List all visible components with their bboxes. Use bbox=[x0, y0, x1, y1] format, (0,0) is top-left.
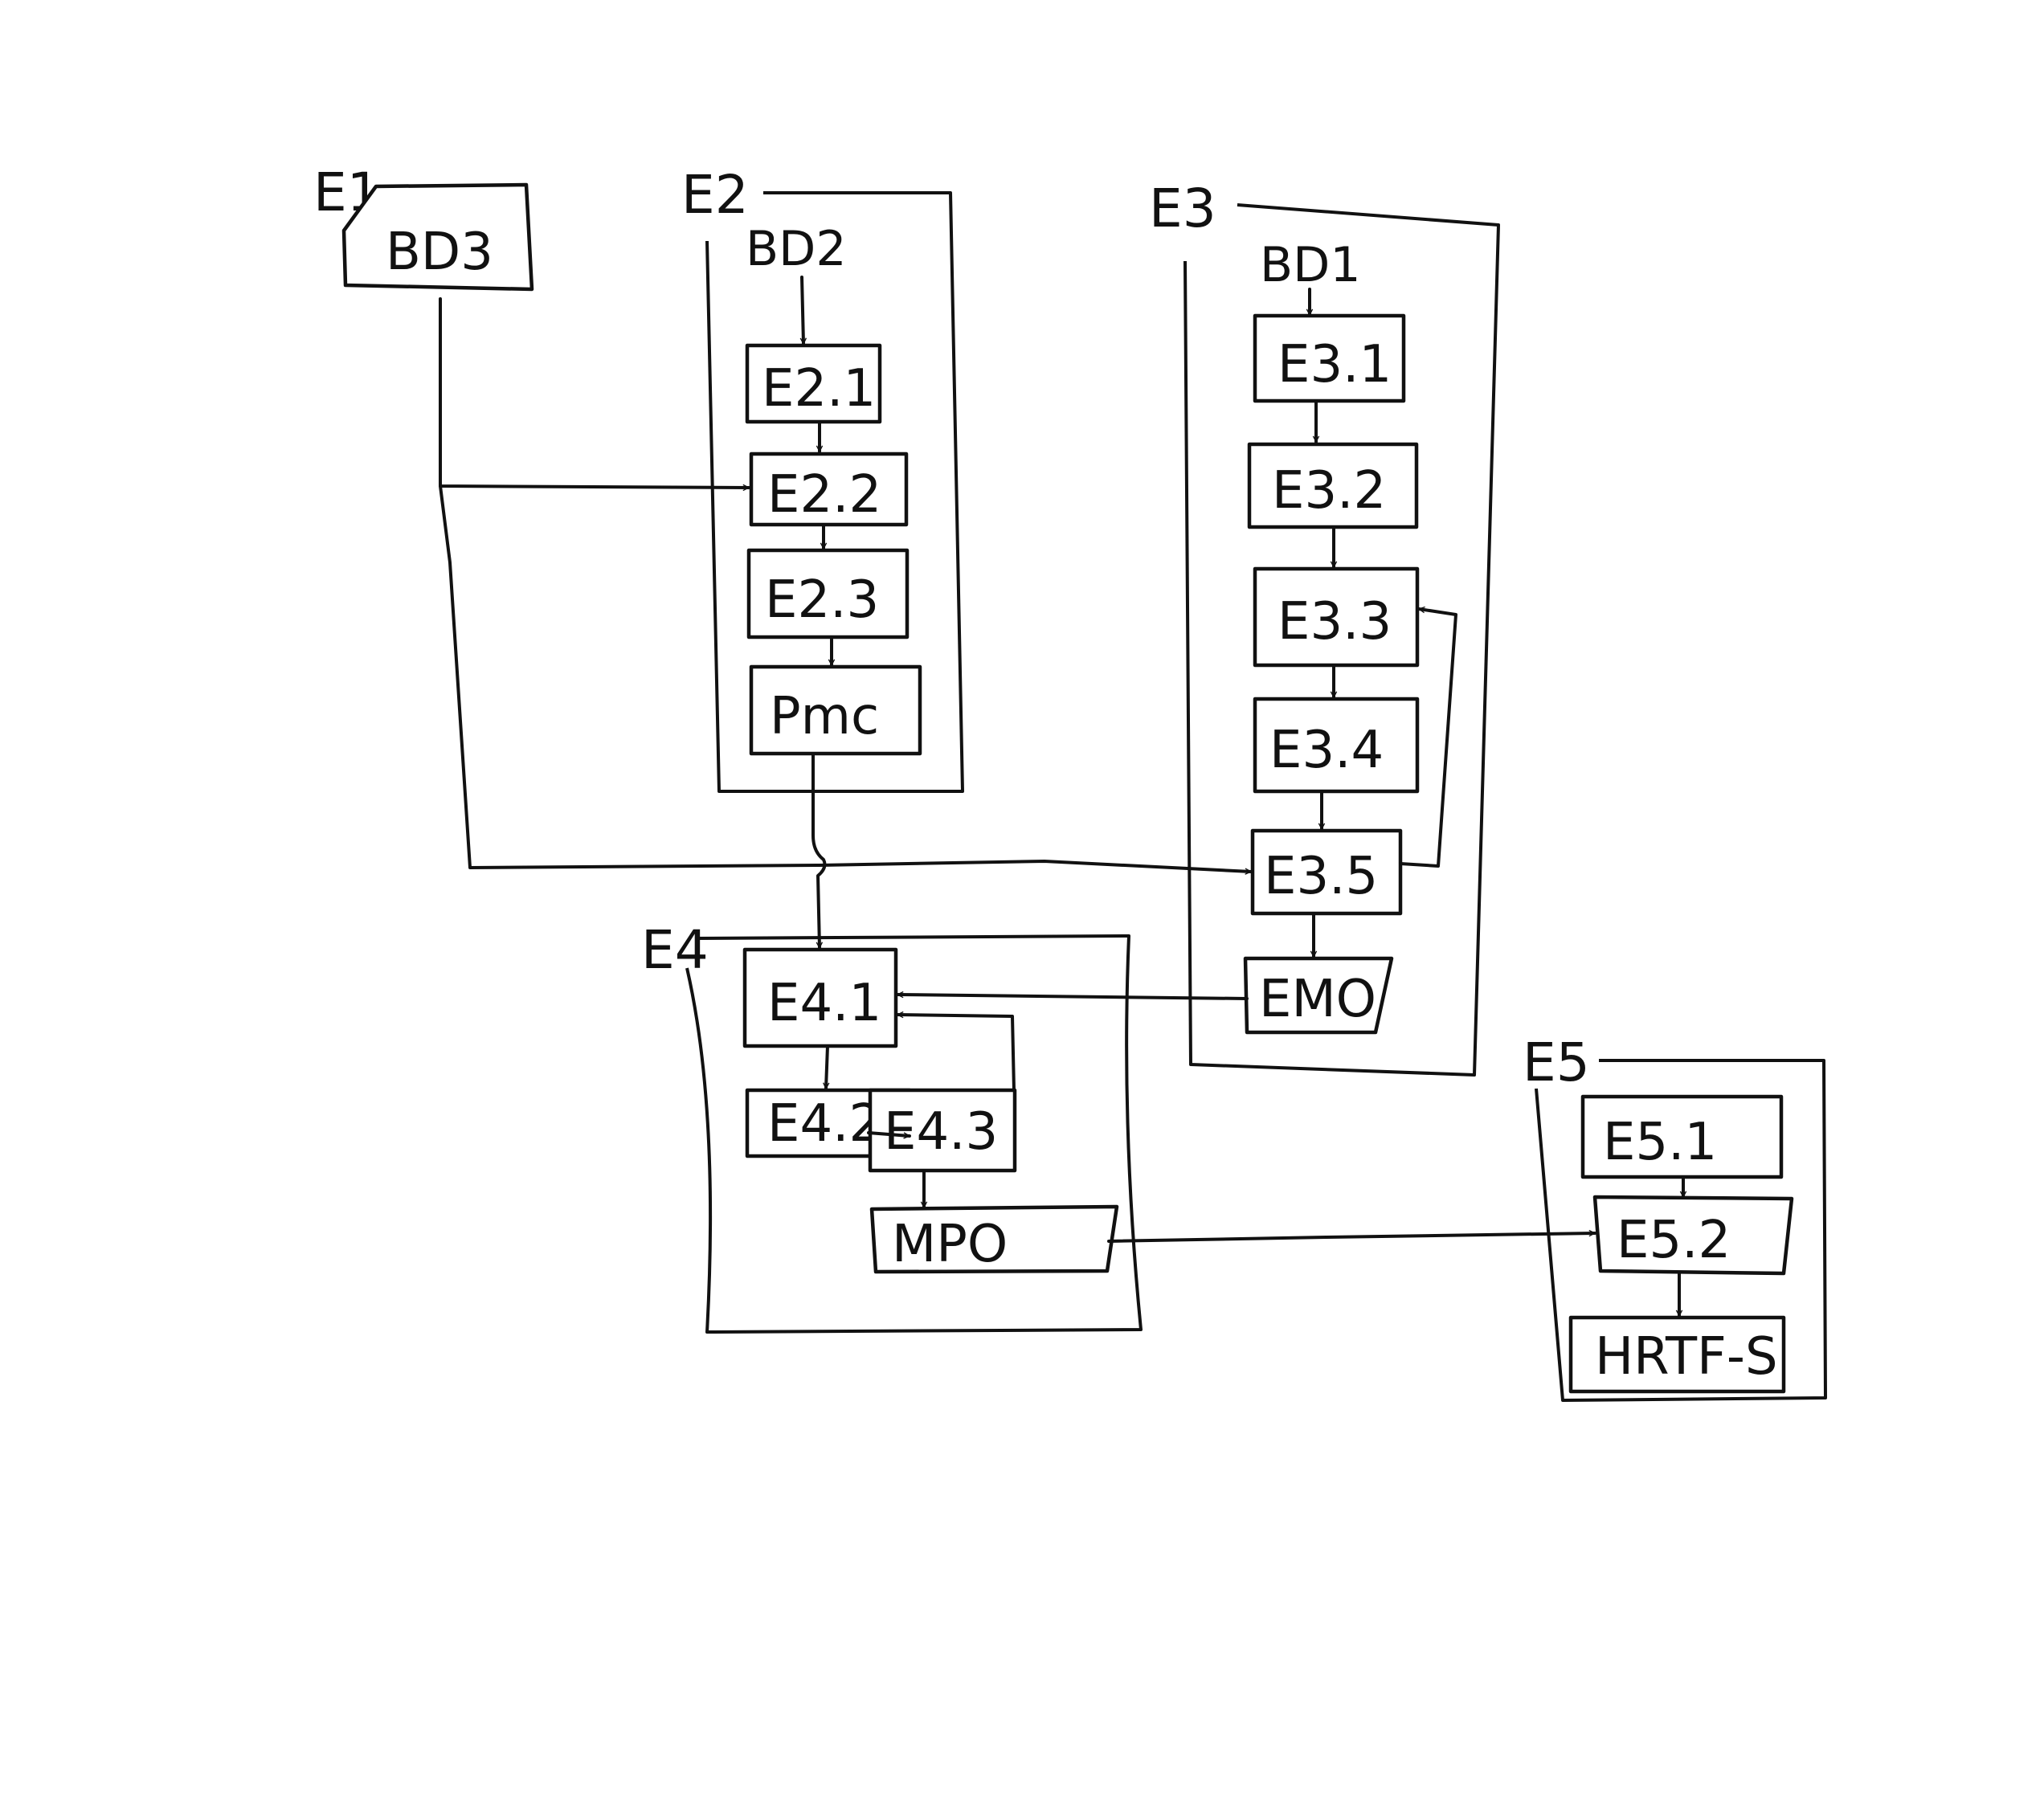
node-e2-3[interactable] bbox=[746, 548, 910, 639]
node-e4-1[interactable] bbox=[742, 947, 898, 1048]
node-e3-4[interactable] bbox=[1253, 697, 1420, 794]
node-bd3[interactable] bbox=[341, 182, 534, 292]
node-label-e4-1: E4.1 bbox=[767, 974, 881, 1033]
edge-bd2-e2-1 bbox=[802, 276, 803, 345]
node-emo[interactable] bbox=[1243, 956, 1394, 1035]
node-label-e2-3: E2.3 bbox=[765, 570, 879, 630]
node-e2-2[interactable] bbox=[749, 452, 909, 527]
node-mpo[interactable] bbox=[869, 1204, 1119, 1274]
node-label-e4-3: E4.3 bbox=[884, 1102, 998, 1162]
group-e2: E2 BD2 E2.1 E2.2 E2.3 Pmc bbox=[681, 164, 964, 793]
node-label-emo: EMO bbox=[1259, 970, 1376, 1029]
node-hrtf-s[interactable] bbox=[1568, 1315, 1786, 1394]
edge-mpo-e5-2 bbox=[1107, 1233, 1596, 1243]
edge-e4-1-e4-2 bbox=[826, 1044, 828, 1090]
node-pmc[interactable] bbox=[749, 664, 922, 756]
node-label-mpo: MPO bbox=[892, 1215, 1008, 1274]
group-label-e3: E3 bbox=[1149, 178, 1216, 239]
node-label-hrtf-s: HRTF-S bbox=[1595, 1327, 1778, 1387]
edge-e3-5-e3-3 bbox=[1399, 609, 1457, 868]
node-e3-5[interactable] bbox=[1250, 828, 1403, 916]
group-frame-e3 bbox=[1183, 203, 1500, 1077]
node-label-e3-5: E3.5 bbox=[1264, 847, 1378, 906]
group-e1: E1 BD3 bbox=[313, 161, 534, 292]
node-label-pmc: Pmc bbox=[770, 687, 879, 746]
group-frame-e5 bbox=[1535, 1059, 1827, 1402]
node-label-e2-1: E2.1 bbox=[762, 359, 876, 419]
node-label-e3-3: E3.3 bbox=[1278, 592, 1392, 652]
source-label-bd1: BD1 bbox=[1260, 237, 1361, 293]
group-e4: E4 E4.1 E4.2 E4.3 MPO bbox=[641, 919, 1143, 1334]
edge-bd3-e2-2 bbox=[439, 297, 750, 488]
edges bbox=[439, 276, 1683, 1318]
source-label-bd2: BD2 bbox=[746, 221, 847, 277]
node-label-e3-2: E3.2 bbox=[1272, 461, 1386, 521]
edge-bd3-e3-5 bbox=[439, 484, 1253, 872]
edge-e4-2-e4-3 bbox=[867, 1131, 911, 1136]
node-e3-3[interactable] bbox=[1253, 566, 1420, 668]
group-frame-e4 bbox=[685, 934, 1143, 1334]
group-frame-e2 bbox=[705, 191, 964, 793]
node-label-e3-1: E3.1 bbox=[1278, 335, 1392, 394]
edge-e4-3-e4-1 bbox=[896, 1015, 1016, 1092]
edge-emo-e4-1 bbox=[896, 995, 1249, 1000]
edge-pmc-e4-1 bbox=[811, 752, 827, 950]
group-label-e2: E2 bbox=[681, 164, 749, 226]
node-e5-2[interactable] bbox=[1592, 1195, 1794, 1276]
group-e3: E3 BD1 E3.1 E3.2 E3.3 E3.4 E3.5 EMO bbox=[1149, 178, 1500, 1077]
node-e4-3[interactable] bbox=[868, 1088, 1017, 1173]
node-e2-1[interactable] bbox=[745, 343, 882, 424]
node-label-e3-4: E3.4 bbox=[1269, 721, 1384, 780]
group-label-e4: E4 bbox=[641, 919, 709, 981]
node-label-e2-2: E2.2 bbox=[767, 465, 881, 525]
node-label-e5-2: E5.2 bbox=[1617, 1211, 1731, 1270]
group-e5: E5 E5.1 E5.2 HRTF-S bbox=[1523, 1032, 1827, 1402]
node-label-bd3: BD3 bbox=[386, 223, 493, 282]
node-label-e4-2: E4.2 bbox=[767, 1094, 881, 1154]
group-label-e5: E5 bbox=[1523, 1032, 1590, 1093]
node-label-e5-1: E5.1 bbox=[1603, 1113, 1717, 1172]
node-e3-1[interactable] bbox=[1253, 313, 1406, 403]
